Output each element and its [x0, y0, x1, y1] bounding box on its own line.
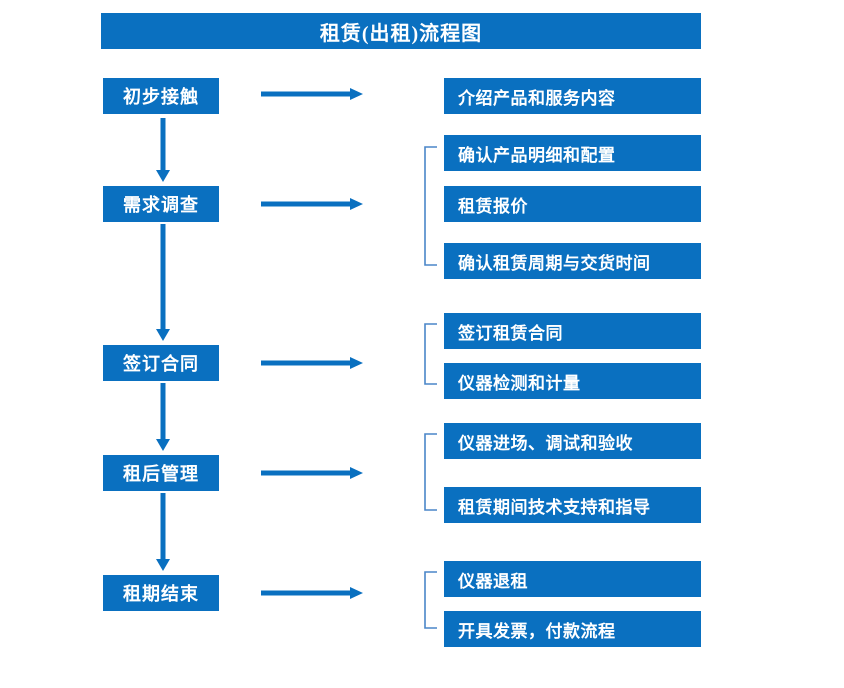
horizontal-arrow-2 [261, 197, 364, 211]
vertical-arrow-2 [155, 224, 171, 343]
stage-box-3: 签订合同 [103, 345, 219, 381]
horizontal-arrow-4 [261, 466, 364, 480]
horizontal-arrow-5 [261, 586, 364, 600]
vertical-arrow-4 [155, 493, 171, 573]
detail-box-6: 仪器检测和计量 [444, 363, 701, 399]
detail-box-9: 仪器退租 [444, 561, 701, 597]
stage-box-2: 需求调查 [103, 186, 219, 222]
group-bracket-4 [423, 571, 439, 629]
detail-box-4: 确认租赁周期与交货时间 [444, 243, 701, 279]
group-bracket-3 [423, 433, 439, 511]
stage-box-5: 租期结束 [103, 575, 219, 611]
stage-box-4: 租后管理 [103, 455, 219, 491]
chart-title-banner: 租赁(出租)流程图 [101, 13, 701, 49]
vertical-arrow-3 [155, 383, 171, 453]
detail-box-3: 租赁报价 [444, 186, 701, 222]
detail-box-10: 开具发票，付款流程 [444, 611, 701, 647]
detail-box-1: 介绍产品和服务内容 [444, 78, 701, 114]
horizontal-arrow-3 [261, 356, 364, 370]
stage-box-1: 初步接触 [103, 78, 219, 114]
detail-box-7: 仪器进场、调试和验收 [444, 423, 701, 459]
group-bracket-1 [423, 146, 439, 266]
horizontal-arrow-1 [261, 87, 364, 101]
detail-box-8: 租赁期间技术支持和指导 [444, 487, 701, 523]
vertical-arrow-1 [155, 118, 171, 184]
group-bracket-2 [423, 323, 439, 385]
detail-box-2: 确认产品明细和配置 [444, 135, 701, 171]
detail-box-5: 签订租赁合同 [444, 313, 701, 349]
